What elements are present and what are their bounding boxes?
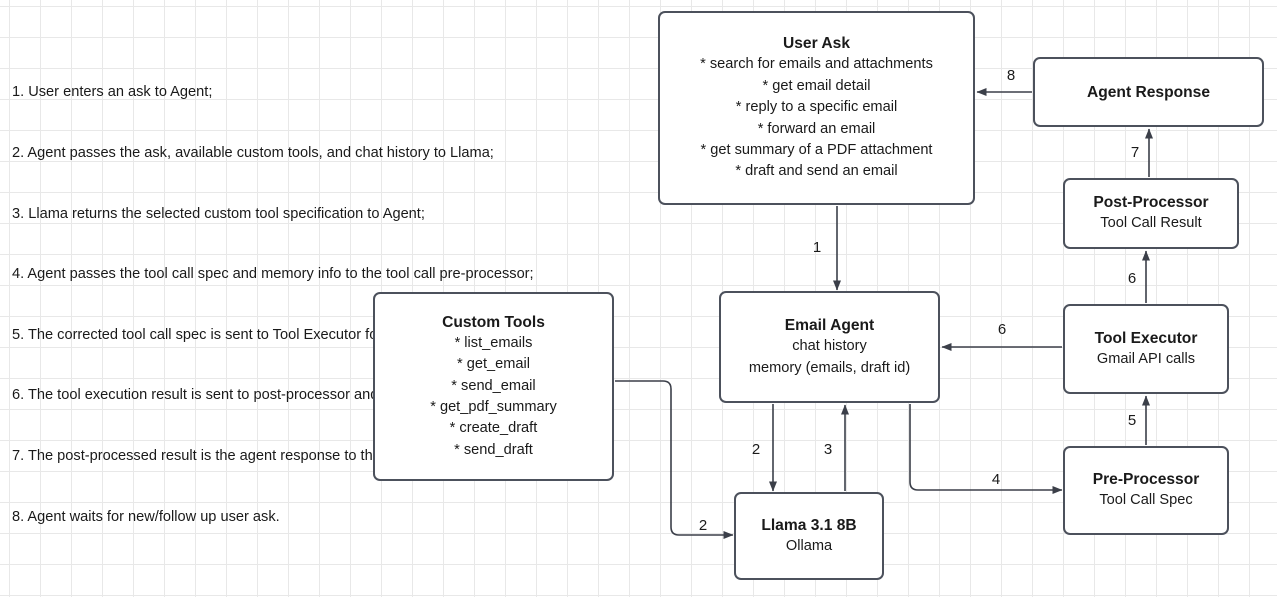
node-post-processor-title: Post-Processor [1093,194,1209,212]
edge-label-8: 8 [1006,67,1016,84]
edge-label-3: 3 [823,441,833,458]
legend-line-8: 8. Agent waits for new/follow up user as… [12,508,280,525]
edge-custom-tools-to-llama [615,380,734,539]
edge-label-2b: 2 [698,517,708,534]
edge-label-6a: 6 [997,321,1007,338]
node-email-agent-subtitle: chat history memory (emails, draft id) [748,338,911,376]
node-llama-subtitle: Ollama [785,537,833,554]
node-tool-executor-subtitle: Gmail API calls [1096,350,1196,367]
edge-label-1: 1 [812,239,822,256]
node-agent-response-title: Agent Response [1086,83,1211,101]
node-pre-processor-subtitle: Tool Call Spec [1099,492,1193,509]
node-email-agent-title: Email Agent [784,317,875,335]
legend-line-1: 1. User enters an ask to Agent; [12,84,213,101]
node-user-ask[interactable]: User Ask * search for emails and attachm… [658,11,975,205]
node-custom-tools-title: Custom Tools [442,313,545,331]
node-tool-executor[interactable]: Tool Executor Gmail API calls [1063,304,1229,394]
node-agent-response[interactable]: Agent Response [1033,57,1264,127]
node-tool-executor-title: Tool Executor [1094,329,1198,347]
node-post-processor[interactable]: Post-Processor Tool Call Result [1063,178,1239,249]
node-custom-tools[interactable]: Custom Tools * list_emails * get_email *… [373,292,614,481]
legend-line-3: 3. Llama returns the selected custom too… [12,205,425,222]
edge-label-5: 5 [1127,412,1137,429]
edge-label-6b: 6 [1127,270,1137,287]
edge-label-2a: 2 [751,441,761,458]
node-pre-processor-title: Pre-Processor [1092,471,1200,489]
node-post-processor-subtitle: Tool Call Result [1100,215,1202,232]
edge-label-7: 7 [1130,144,1140,161]
node-user-ask-title: User Ask [782,35,851,53]
node-custom-tools-items: * list_emails * get_email * send_email *… [430,334,557,458]
node-email-agent[interactable]: Email Agent chat history memory (emails,… [719,291,940,403]
edge-label-4: 4 [991,471,1001,488]
node-llama-title: Llama 3.1 8B [761,516,857,534]
node-llama[interactable]: Llama 3.1 8B Ollama [734,492,884,580]
legend-line-4: 4. Agent passes the tool call spec and m… [12,266,534,283]
legend-line-2: 2. Agent passes the ask, available custo… [12,145,494,162]
node-user-ask-items: * search for emails and attachments * ge… [700,56,933,180]
node-pre-processor[interactable]: Pre-Processor Tool Call Spec [1063,446,1229,535]
